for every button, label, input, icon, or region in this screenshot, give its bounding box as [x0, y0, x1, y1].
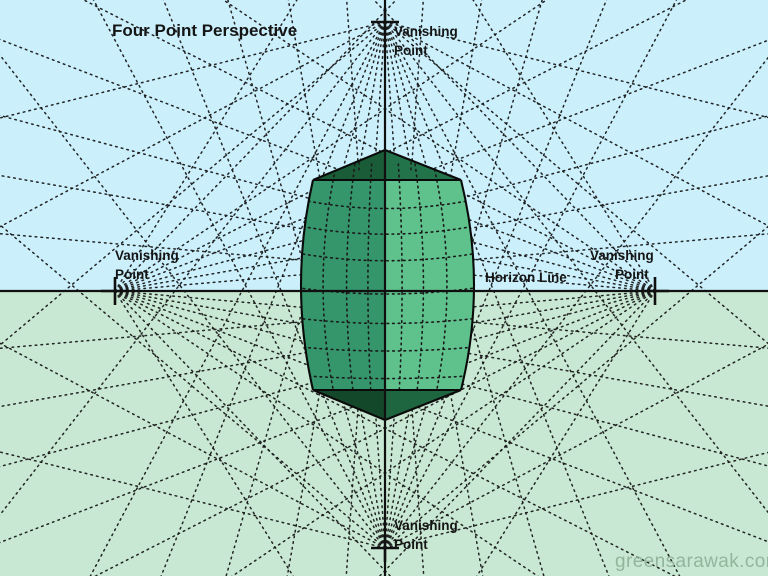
vp-cross-right [641, 277, 669, 305]
vp-cross-bottom [371, 534, 399, 562]
barrel-solid [301, 150, 474, 420]
label-vanishing-point-left: Vanishing Point [115, 248, 179, 282]
vp-bottom-line2: Point [394, 537, 428, 552]
vp-left-line2: Point [115, 267, 149, 282]
solid-grid-lines [301, 150, 474, 420]
vp-bottom-line1: Vanishing [394, 518, 458, 533]
label-vanishing-point-top: Vanishing Point [394, 24, 458, 58]
vanishing-point-markers [101, 8, 669, 562]
label-vanishing-point-bottom: Vanishing Point [394, 518, 458, 552]
watermark: greensarawak.com [615, 551, 768, 572]
vp-right-line1: Vanishing [590, 248, 654, 263]
vp-cross-left [101, 277, 129, 305]
vp-cross-top [371, 8, 399, 36]
vp-left-line1: Vanishing [115, 248, 179, 263]
page-title: Four Point Perspective [112, 21, 297, 40]
vp-top-line2: Point [394, 43, 428, 58]
vp-right-line2: Point [615, 267, 649, 282]
horizon-line-label: Horizon Line [485, 270, 567, 285]
label-vanishing-point-right: Vanishing Point [590, 248, 654, 282]
vp-top-line1: Vanishing [394, 24, 458, 39]
